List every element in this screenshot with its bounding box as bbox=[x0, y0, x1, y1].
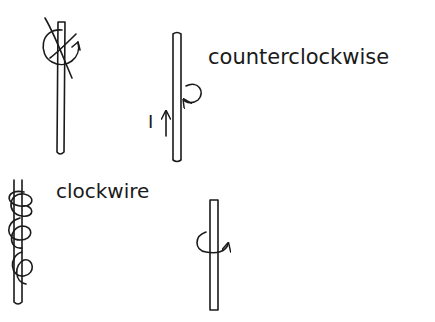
current-arrow bbox=[165, 112, 167, 136]
rotation-label: counterclockwise bbox=[208, 46, 389, 69]
rod-clockwise-scribble bbox=[9, 180, 33, 304]
rod-counterclockwise bbox=[166, 33, 201, 162]
rod-clockwise bbox=[197, 200, 228, 310]
rotation-label: clockwire bbox=[56, 180, 149, 202]
crossed-rod bbox=[43, 18, 80, 154]
current-label: I bbox=[148, 112, 153, 132]
